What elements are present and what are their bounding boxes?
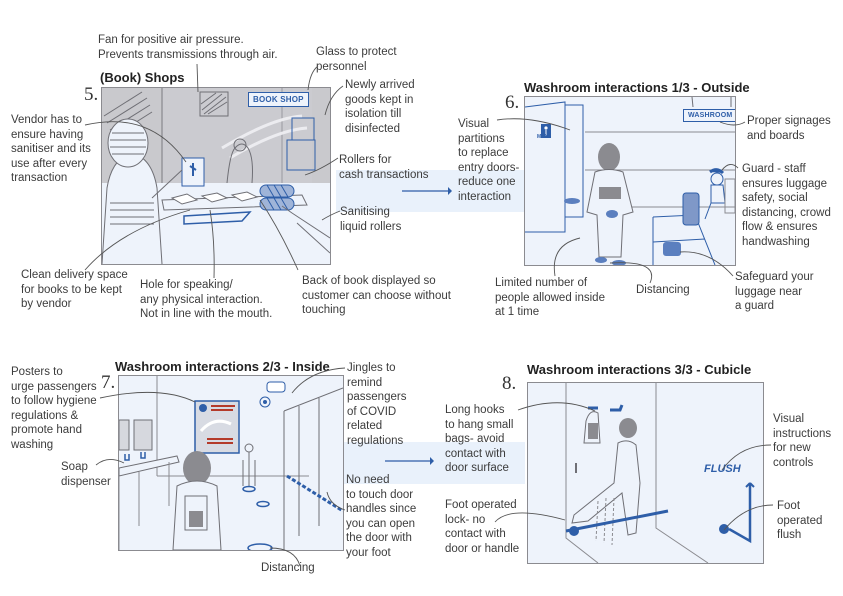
note-rollers-cash: Rollers for cash transactions [339, 154, 429, 181]
flush-pedal-icon [719, 482, 755, 544]
panel-6-washroom-outside-sketch: WASHROOM MEN [524, 96, 736, 266]
washroom-inside-illustration [119, 376, 343, 550]
note-no-touch: No need to touch door handles since you … [346, 474, 417, 559]
note-signages: Proper signages and boards [747, 115, 831, 142]
hygiene-poster [194, 400, 240, 454]
guard-figure [704, 168, 735, 220]
flush-label: FLUSH [704, 463, 741, 475]
washroom-sign: WASHROOM [683, 109, 735, 122]
panel-7-title: Washroom interactions 2/3 - Inside [115, 359, 330, 374]
panel-6-number: 6. [505, 92, 520, 113]
panel-6-title: Washroom interactions 1/3 - Outside [524, 80, 750, 95]
note-vendor: Vendor has to ensure having sanitiser an… [11, 114, 91, 184]
note-posters: Posters to urge passengers to follow hyg… [11, 366, 97, 451]
note-distancing-inside: Distancing [261, 562, 315, 574]
panel-5-title: (Book) Shops [100, 70, 185, 85]
note-guard: Guard - staff ensures luggage safety, so… [742, 163, 831, 248]
note-partitions: Visual partitions to replace entry doors… [458, 118, 520, 203]
cubicle-illustration [565, 383, 755, 563]
bookshop-illustration [102, 88, 330, 264]
note-soap: Soap dispenser [61, 461, 111, 488]
panel-8-cubicle-sketch: FLUSH [527, 382, 764, 564]
fan-icon [199, 91, 229, 117]
note-luggage: Safeguard your luggage near a guard [735, 271, 814, 312]
note-foot-flush: Foot operated flush [777, 500, 823, 541]
note-jingles: Jingles to remind passengers of COVID re… [347, 362, 407, 447]
panel-5-number: 5. [84, 84, 99, 105]
bookshop-sign: BOOK SHOP [248, 92, 309, 107]
note-distancing-outside: Distancing [636, 284, 690, 296]
panel-8-number: 8. [502, 373, 517, 394]
note-hooks: Long hooks to hang small bags- avoid con… [445, 404, 514, 474]
person-kicking-figure [571, 418, 641, 546]
note-fan: Fan for positive air pressure. Prevents … [98, 34, 278, 61]
hook-icon [588, 404, 624, 412]
traveller-figure [172, 451, 222, 550]
panel-7-number: 7. [101, 372, 116, 393]
note-hole: Hole for speaking/ any physical interact… [140, 279, 273, 320]
panel-8-title: Washroom interactions 3/3 - Cubicle [527, 362, 752, 377]
note-foot-lock: Foot operated lock- no contact with door… [445, 499, 520, 555]
speaker-icon [259, 381, 286, 408]
note-new-goods: Newly arrived goods kept in isolation ti… [345, 79, 415, 135]
sanitiser-icon [181, 157, 205, 187]
men-sign: MEN [537, 134, 549, 140]
foot-lock-icon [569, 526, 579, 536]
note-limited: Limited number of people allowed inside … [495, 277, 605, 318]
soap-dispenser-icon [124, 452, 146, 461]
note-glass: Glass to protect personnel [316, 46, 397, 73]
note-visual-instructions: Visual instructions for new controls [773, 413, 832, 469]
panel-5-bookshop-sketch: BOOK SHOP [101, 87, 331, 265]
washroom-outside-illustration [525, 97, 735, 265]
bag-icon [583, 411, 601, 444]
note-sanitising-rollers: Sanitising liquid rollers [340, 206, 402, 233]
person-figure [586, 143, 634, 258]
panel-7-washroom-inside-sketch [118, 375, 344, 551]
note-delivery-space: Clean delivery space for books to be kep… [21, 269, 128, 310]
note-back-of-book: Back of book displayed so customer can c… [302, 275, 451, 316]
